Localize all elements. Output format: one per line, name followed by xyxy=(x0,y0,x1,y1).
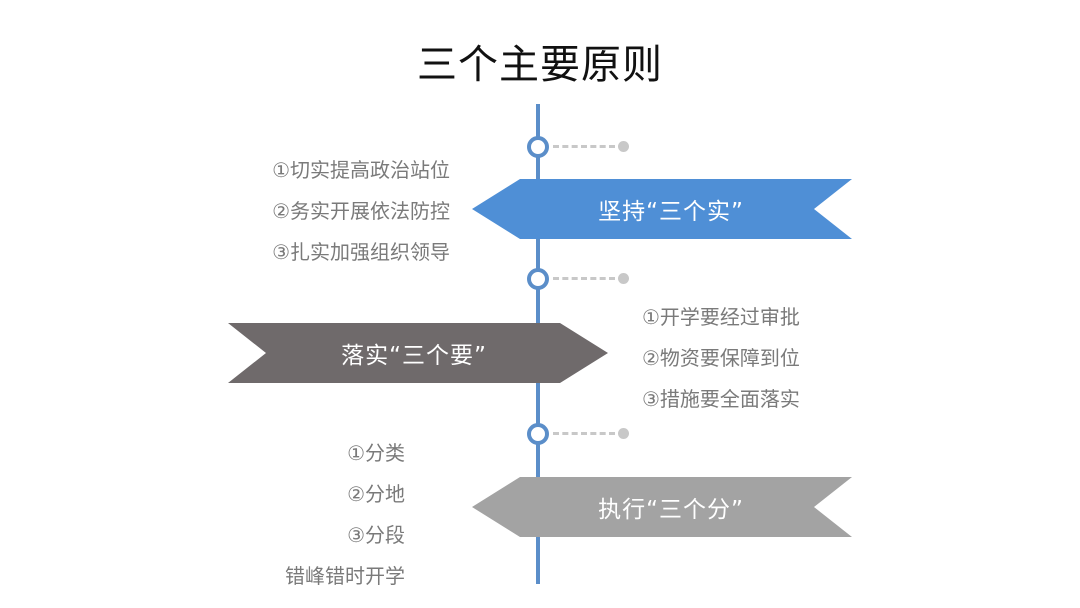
timeline-dash-end-1 xyxy=(618,141,629,152)
principle-1-item-3: ③扎实加强组织领导 xyxy=(272,240,450,264)
timeline-dash-2 xyxy=(553,277,615,280)
principle-3-item-4: 错峰错时开学 xyxy=(285,564,405,588)
timeline-dash-end-3 xyxy=(618,428,629,439)
principle-2-item-2: ②物资要保障到位 xyxy=(642,346,800,370)
timeline-node-2 xyxy=(527,268,549,290)
principle-1-item-2: ②务实开展依法防控 xyxy=(272,199,450,223)
principle-list-3: ①分类 ②分地 ③分段 错峰错时开学 xyxy=(285,433,405,597)
timeline-node-3 xyxy=(527,423,549,445)
principle-label-1: 坚持“三个实” xyxy=(598,199,744,225)
principle-label-3: 执行“三个分” xyxy=(598,497,744,523)
principle-3-item-1: ①分类 xyxy=(347,441,405,465)
slide-title: 三个主要原则 xyxy=(417,42,663,88)
timeline-dash-3 xyxy=(553,432,615,435)
principle-list-1: ①切实提高政治站位 ②务实开展依法防控 ③扎实加强组织领导 xyxy=(272,150,450,273)
principle-banner-1: 坚持“三个实” xyxy=(472,179,852,239)
principle-banner-3: 执行“三个分” xyxy=(472,477,852,537)
timeline-dash-end-2 xyxy=(618,273,629,284)
principle-2-item-1: ①开学要经过审批 xyxy=(642,305,800,329)
principle-label-2: 落实“三个要” xyxy=(341,343,487,369)
principle-1-item-1: ①切实提高政治站位 xyxy=(272,158,450,182)
principle-list-2: ①开学要经过审批 ②物资要保障到位 ③措施要全面落实 xyxy=(642,297,800,420)
principle-2-item-3: ③措施要全面落实 xyxy=(642,387,800,411)
timeline-dash-1 xyxy=(553,145,615,148)
timeline-node-1 xyxy=(527,136,549,158)
principle-3-item-3: ③分段 xyxy=(347,523,405,547)
principle-banner-2: 落实“三个要” xyxy=(228,323,608,383)
principle-3-item-2: ②分地 xyxy=(347,482,405,506)
